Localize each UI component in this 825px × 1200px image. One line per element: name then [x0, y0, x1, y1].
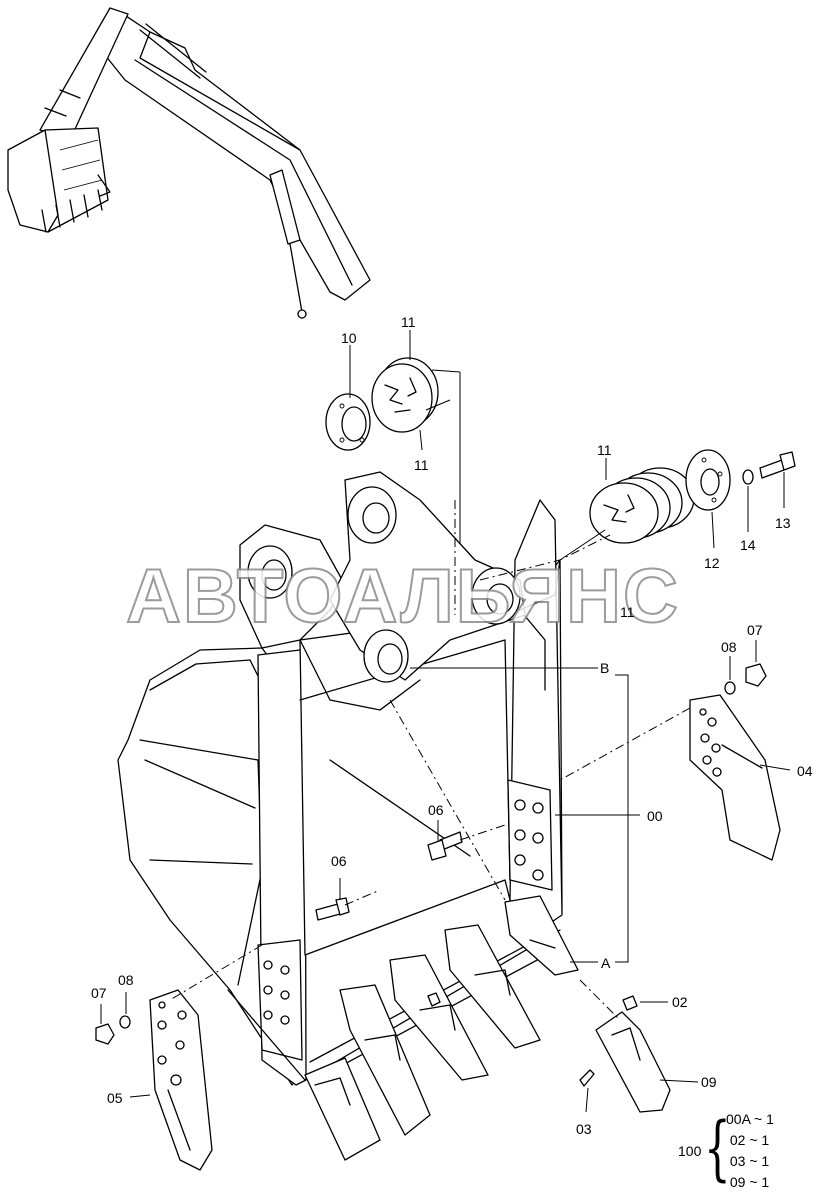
- callout-05: 05: [107, 1090, 123, 1106]
- watermark-text: АВТОАЛЬЯНС: [126, 554, 680, 639]
- excavator-arm-thumbnail: [7, 7, 371, 319]
- callout-11-right: 11: [597, 442, 612, 458]
- spare-tooth-set: [427, 992, 671, 1113]
- callout-08-left: 08: [118, 972, 134, 988]
- callout-07-left: 07: [91, 985, 107, 1001]
- callout-02: 02: [672, 994, 688, 1010]
- callout-12: 12: [704, 555, 720, 571]
- alignment-lines: [169, 500, 691, 1021]
- callout-13: 13: [775, 515, 791, 531]
- pin-parts-right: [559, 449, 796, 561]
- callout-11-top: 11: [401, 314, 416, 330]
- callout-09: 09: [701, 1074, 717, 1090]
- kit-row: 02 ~ 1: [726, 1132, 770, 1148]
- callout-07-right: 07: [747, 622, 763, 638]
- kit-row: 00A ~ 1: [726, 1111, 774, 1127]
- callout-labels: 10 11 11 11 11 12 13 14 B A 08 07 04 00 …: [91, 314, 813, 1137]
- callout-08-right: 08: [721, 639, 737, 655]
- side-cutter-right: [689, 663, 781, 861]
- kit-code: 100: [678, 1143, 702, 1159]
- top-brackets: [239, 471, 561, 711]
- kit-composition: 100 { 00A ~ 1 02 ~ 1 03 ~ 1 09 ~ 1: [678, 1111, 808, 1191]
- bucket-teeth: [304, 895, 579, 1161]
- kit-row: 03 ~ 1: [726, 1153, 770, 1169]
- leaders: [100, 330, 791, 1113]
- callout-04: 04: [797, 763, 813, 779]
- brace-icon: {: [704, 1107, 731, 1189]
- callout-00: 00: [647, 808, 663, 824]
- callout-06-upper: 06: [428, 802, 444, 818]
- ref-A: A: [601, 955, 611, 971]
- bolts-06: [315, 831, 463, 921]
- callout-14: 14: [740, 537, 756, 553]
- kit-row: 09 ~ 1: [726, 1174, 770, 1190]
- callout-06-lower: 06: [331, 853, 347, 869]
- callout-10: 10: [341, 330, 357, 346]
- callout-11-lower: 11: [620, 604, 635, 620]
- callout-11-mid: 11: [414, 457, 429, 473]
- callout-03: 03: [576, 1121, 592, 1137]
- ref-B: B: [600, 660, 609, 676]
- side-cutter-left: [95, 989, 213, 1171]
